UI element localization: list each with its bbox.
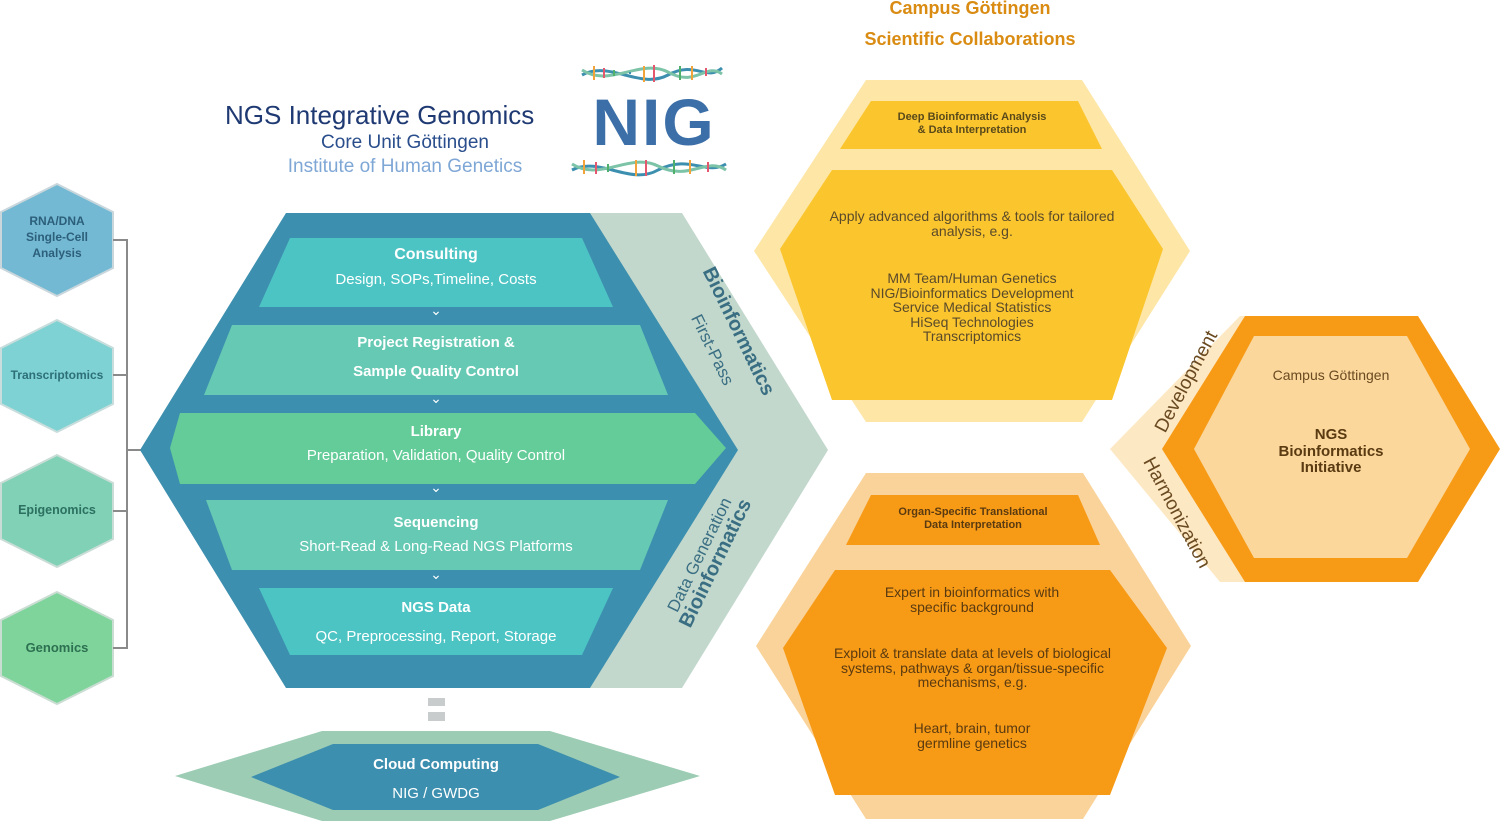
omics-hex-epigenomics (0, 453, 114, 569)
pipeline-band-consulting (259, 238, 613, 307)
title-institute: Institute of Human Genetics (287, 156, 523, 177)
omics-label-single-cell: RNA/DNA Single-Cell Analysis (25, 214, 88, 260)
omics-hex-transcriptomics (0, 318, 114, 434)
pipeline-band-registration (204, 325, 668, 395)
deep-analysis-body-1: Apply advanced algorithms & tools for ta… (829, 208, 1115, 239)
omics-label-genomics: Genomics (25, 640, 89, 655)
pipeline-arrow-3: ⌄ (430, 479, 442, 495)
pipeline-library-title: Library (410, 423, 462, 440)
cloud-subtitle: NIG / GWDG (392, 785, 480, 802)
pipeline-registration-subtitle: Sample Quality Control (353, 363, 519, 380)
pipeline-band-ngs-data (259, 588, 613, 655)
dna-helix-top-icon (581, 65, 723, 82)
dna-helix-bottom-icon (571, 160, 727, 177)
deep-analysis-header-band (840, 101, 1102, 149)
title-sub: Core Unit Göttingen (321, 132, 489, 153)
deep-analysis-body-2: MM Team/Human Genetics NIG/Bioinformatic… (870, 270, 1074, 344)
omics-label-transcriptomics: Transcriptomics (10, 368, 104, 382)
pipeline-sequencing-subtitle: Short-Read & Long-Read NGS Platforms (299, 538, 573, 555)
deep-analysis-header: Deep Bioinformatic Analysis & Data Inter… (897, 111, 1047, 136)
omics-hex-single-cell (0, 182, 114, 298)
pipeline-consulting-subtitle: Design, SOPs,Timeline, Costs (335, 271, 537, 288)
cloud-inner-hex (251, 744, 620, 810)
pipeline-ngs-data-title: NGS Data (401, 599, 471, 616)
pipeline-registration-title: Project Registration & (357, 334, 515, 351)
pipeline-sequencing-title: Sequencing (393, 514, 479, 531)
pipeline-ngs-data-subtitle: QC, Preprocessing, Report, Storage (315, 628, 557, 645)
organ-specific-body-2: Exploit & translate data at levels of bi… (833, 645, 1112, 690)
pipeline-arrow-1: ⌄ (430, 302, 442, 318)
organ-specific-body-3: Heart, brain, tumor germline genetics (913, 720, 1031, 751)
initiative-campus: Campus Göttingen (1272, 367, 1390, 383)
collab-heading-2: Scientific Collaborations (864, 29, 1076, 49)
pipeline-consulting-title: Consulting (394, 246, 478, 263)
pipeline-library-subtitle: Preparation, Validation, Quality Control (306, 447, 566, 464)
initiative-inner-hex (1194, 336, 1470, 558)
nig-logo: NIG (592, 85, 716, 159)
cloud-link-dashes (428, 698, 445, 721)
organ-specific-inner-hex (783, 570, 1167, 795)
omics-hex-genomics (0, 590, 114, 706)
initiative-title: NGS Bioinformatics Initiative (1278, 426, 1384, 476)
organ-specific-header: Organ-Specific Translational Data Interp… (898, 506, 1048, 531)
collab-heading-1: Campus Göttingen (889, 0, 1051, 18)
title-main: NGS Integrative Genomics (225, 100, 535, 130)
pipeline-band-sequencing (206, 500, 668, 570)
omics-label-epigenomics: Epigenomics (18, 503, 96, 517)
pipeline-arrow-2: ⌄ (430, 390, 442, 406)
deep-analysis-inner-hex (780, 170, 1163, 400)
organ-specific-header-band (846, 495, 1100, 545)
pipeline-arrow-4: ⌄ (430, 566, 442, 582)
pipeline-band-library (170, 413, 726, 484)
organ-specific-body-1: Expert in bioinformatics with specific b… (884, 584, 1060, 615)
cloud-title: Cloud Computing (373, 756, 499, 773)
